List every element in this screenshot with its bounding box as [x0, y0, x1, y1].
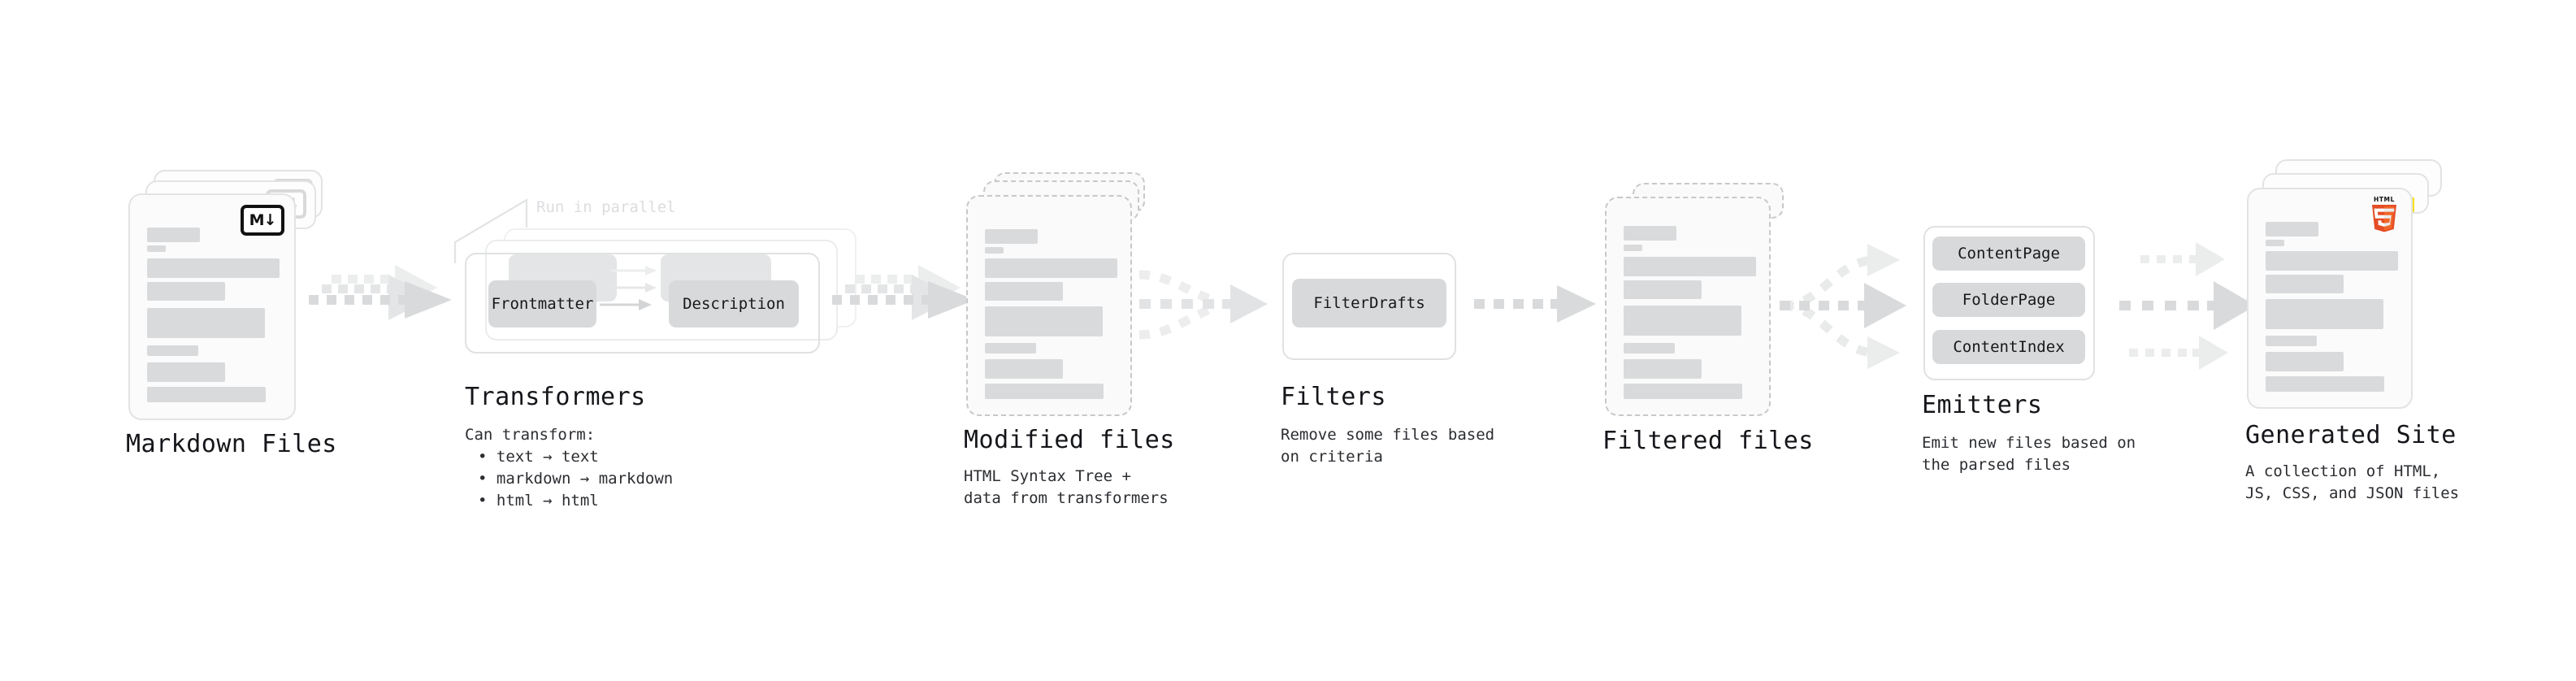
stage-title-filters: Filters [1281, 383, 1386, 411]
run-in-parallel-label: Run in parallel [536, 198, 676, 216]
skeleton-bar [2266, 222, 2318, 236]
skeleton-bar [147, 308, 265, 338]
skeleton-bar [985, 229, 1038, 244]
svg-text:HTML: HTML [2374, 196, 2395, 203]
skeleton-bar [2266, 251, 2398, 271]
emitters-desc: Emit new files based on the parsed files [1922, 434, 2136, 474]
markdown-icon: M↓ [241, 205, 284, 236]
filter-node-filterdrafts[interactable]: FilterDrafts [1292, 279, 1446, 327]
stage-title-transformers: Transformers [465, 383, 646, 411]
bullet-item: • text → text [478, 448, 599, 466]
skeleton-bar [1624, 280, 1702, 299]
skeleton-bar [1624, 245, 1642, 251]
skeleton-bar [2266, 352, 2344, 371]
transformers-desc: Can transform: [465, 426, 596, 444]
skeleton-bar [147, 362, 225, 382]
skeleton-bar [2266, 376, 2384, 392]
skeleton-bar [985, 359, 1063, 379]
skeleton-bar [2266, 240, 2284, 246]
html5-logo-icon: HTML [2372, 196, 2396, 232]
skeleton-bar [985, 343, 1036, 354]
skeleton-bar [2266, 275, 2344, 293]
transformer-node-description[interactable]: Description [669, 280, 799, 327]
bullet-item: • html → html [478, 492, 599, 510]
run-in-parallel-bracket [453, 198, 528, 263]
skeleton-bar [1624, 359, 1702, 379]
generated-site-desc: A collection of HTML, JS, CSS, and JSON … [2245, 462, 2460, 502]
skeleton-bar [2266, 336, 2317, 346]
arrow-filtered-to-emitters [1780, 244, 1906, 369]
transformer-node-frontmatter[interactable]: Frontmatter [488, 280, 596, 327]
skeleton-bar [985, 384, 1104, 399]
arrow-emitters-to-site [2119, 242, 2256, 370]
stage-title-filtered-files: Filtered files [1602, 427, 1814, 455]
transformer-box-front [465, 253, 820, 354]
skeleton-bar [2266, 299, 2383, 329]
skeleton-bar [985, 306, 1103, 336]
stage-title-emitters: Emitters [1922, 391, 2043, 419]
transformers-bullets: • text → text • markdown → markdown • ht… [478, 446, 673, 512]
stage-title-modified-files: Modified files [964, 426, 1175, 454]
skeleton-bar [147, 345, 198, 356]
emitter-node-folderpage[interactable]: FolderPage [1932, 283, 2085, 317]
skeleton-bar [1624, 226, 1676, 241]
skeleton-bar [1624, 343, 1675, 354]
skeleton-bar [1624, 306, 1741, 336]
skeleton-bar [985, 247, 1004, 254]
modified-file-card-front [966, 195, 1132, 416]
generated-site-card-front: HTML [2247, 188, 2413, 409]
stage-title-generated-site: Generated Site [2245, 421, 2457, 449]
skeleton-bar [985, 282, 1063, 301]
skeleton-bar [1624, 257, 1756, 276]
arrow-transformers-to-modified [832, 265, 975, 320]
skeleton-bar [147, 387, 266, 402]
arrow-markdown-to-transformers [309, 265, 452, 320]
skeleton-bar [985, 258, 1117, 278]
skeleton-bar [1624, 384, 1742, 399]
skeleton-bar [147, 228, 200, 242]
stage-title-markdown-files: Markdown Files [126, 430, 337, 458]
skeleton-bar [147, 258, 280, 278]
transformer-inner-arrows [600, 266, 657, 310]
markdown-file-card-front: M↓ [128, 193, 296, 420]
arrow-filters-to-filtered [1474, 285, 1596, 323]
modified-files-desc: HTML Syntax Tree + data from transformer… [964, 467, 1169, 507]
filtered-file-card-front [1605, 197, 1771, 416]
emitter-node-contentindex[interactable]: ContentIndex [1932, 330, 2085, 364]
skeleton-bar [147, 245, 166, 252]
arrow-modified-to-filters [1138, 270, 1268, 340]
skeleton-bar [147, 282, 225, 301]
filters-desc: Remove some files based on criteria [1281, 426, 1495, 466]
emitter-node-contentpage[interactable]: ContentPage [1932, 236, 2085, 271]
bullet-item: • markdown → markdown [478, 470, 674, 488]
